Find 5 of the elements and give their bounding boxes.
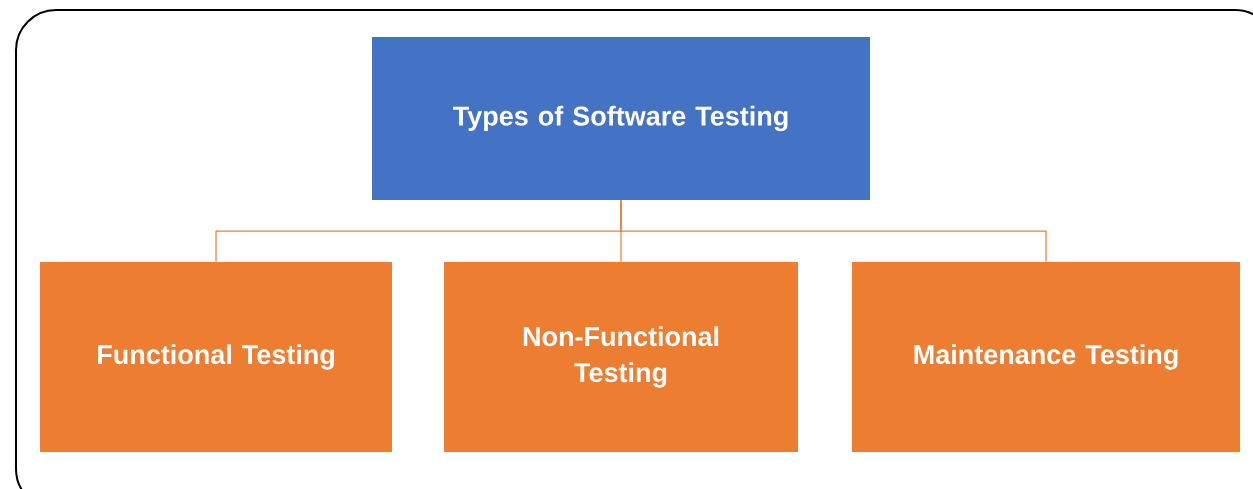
connector-line bbox=[620, 199, 1047, 263]
category-box: Non-Functional Testing bbox=[444, 262, 798, 452]
category-box: Maintenance Testing bbox=[852, 262, 1240, 452]
title-box: Types of Software Testing bbox=[372, 37, 870, 200]
category-box: Functional Testing bbox=[40, 262, 392, 452]
